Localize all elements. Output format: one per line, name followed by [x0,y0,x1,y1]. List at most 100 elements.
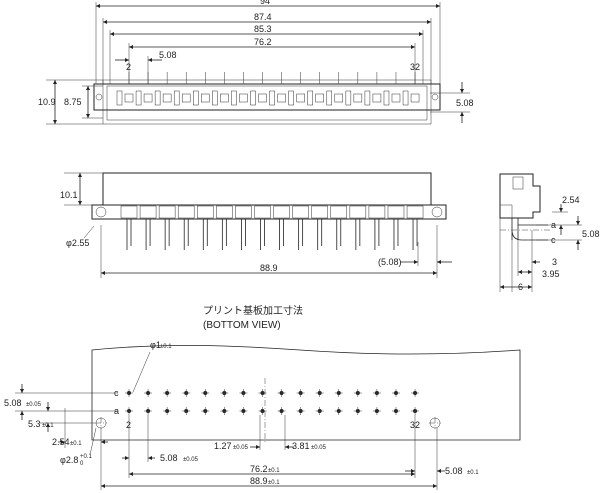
top-contact-slot [173,90,180,106]
side-contact-pocket [177,205,195,219]
top-contact-slot [326,90,333,106]
dim-5-08-paren: (5.08) [378,257,402,267]
pcb-layout: プリント基板加工寸法 (BOTTOM VIEW) φ1 ±0.1 c a 2 3… [4,304,521,490]
pcb-dim-r-5-08: 5.08 [445,466,463,476]
pcb-dim-b-5-08: 5.08 [160,453,178,463]
dim-85-3: 85.3 [254,24,272,34]
side-contact-pocket [120,205,138,219]
top-contact [296,93,305,103]
dim-6: 6 [518,282,523,292]
pcb-dim-5-08: 5.08 [4,398,22,408]
side-contact-pocket [216,205,233,219]
pcb-pin-first: 2 [126,420,131,430]
dim-94: 94 [260,0,270,6]
side-contact-pocket [197,205,214,219]
top-contact [239,93,248,103]
dim-5-08-end: 5.08 [582,229,600,239]
connector-body-side [102,172,432,206]
pcb-dim-5-08-tol: ±0.05 [26,402,42,408]
top-contact [315,93,324,103]
top-contact-slot [269,90,275,106]
side-contact-pocket [368,205,386,219]
top-contact-slot [307,90,313,106]
top-contact-slot [116,90,123,106]
pcb-dim-b-5-08-tol: ±0.05 [183,457,199,463]
top-contact-slot [402,90,409,106]
pcb-hole-grid [125,389,420,415]
side-contact-pocket [254,205,271,219]
row-label-a: a [551,220,556,230]
pin-label-first: 2 [126,62,131,72]
pcb-mount-hole-tol-dn: 0 [80,461,84,467]
dim-10-9: 10.9 [38,97,56,107]
dim-87-4: 87.4 [254,12,272,22]
side-contact-pocket [330,205,348,219]
pcb-dim-1-27: 1.27 [214,441,232,451]
hole-dia-tol: ±0.1 [160,344,172,350]
top-contact-slot [383,90,390,106]
side-contact-pocket [406,205,424,219]
top-contact [277,93,286,103]
pcb-dim-5-3: 5.3 [28,419,41,429]
top-contact [162,93,172,103]
top-contact [334,93,344,103]
top-contact-slot [364,90,371,106]
pcb-dim-88-9-tol: ±0.1 [268,480,280,486]
mounting-flange [91,204,447,220]
top-contact-slot [212,90,218,106]
top-contact [391,93,401,103]
top-contact-slot [345,90,352,106]
top-contact-slot [193,90,199,106]
side-contact-pocket [311,205,328,219]
connector-housing-top [102,79,432,125]
dim-8-75: 8.75 [64,97,82,107]
top-contact [372,93,382,103]
top-contact-slot [231,90,237,106]
top-contact [201,93,210,103]
side-contact-pocket [235,205,252,219]
pcb-dim-3-81: 3.81 [292,441,310,451]
hole-dia-label: φ1 [150,340,161,350]
pcb-dim-5-3-tol: ±0.1 [42,423,54,429]
pcb-subtitle: (BOTTOM VIEW) [203,320,281,331]
pin-label-last: 32 [410,62,420,72]
side-contact-pocket [139,205,157,219]
dim-5-08-pitch: 5.08 [159,50,177,60]
side-contact-pocket [349,205,367,219]
dim-10-1: 10.1 [60,190,78,200]
top-view: 94 87.4 85.3 76.2 5.08 2 32 10.9 8.75 5. [38,0,474,125]
pcb-dim-76-2-tol: ±0.1 [268,468,280,474]
side-view: 10.1 φ2.55 88.9 (5.08) [60,172,452,278]
end-view-body [499,173,541,219]
side-view-contacts [120,205,424,250]
top-contact-slot [154,90,161,106]
top-contact [220,93,229,103]
pcb-dim-2-54-tol: ±0.1 [70,441,82,447]
side-contact-pocket [292,205,309,219]
dim-88-9: 88.9 [260,263,278,273]
dim-5-08-right: 5.08 [456,98,474,108]
row-label-c: c [551,235,556,245]
top-contact-slot [135,90,142,106]
pcb-mount-hole: φ2.8 [60,455,78,465]
top-contact [143,93,153,103]
dim-mount-hole: φ2.55 [66,238,89,248]
connector-body-top [93,83,441,111]
side-contact-pocket [158,205,176,219]
pcb-dim-2-54: 2.54 [52,437,70,447]
top-contact [353,93,363,103]
pcb-title: プリント基板加工寸法 [203,304,303,317]
top-contact [410,93,420,103]
top-contact [258,93,267,103]
pcb-dim-88-9: 88.9 [250,476,268,486]
dim-76-2: 76.2 [254,37,272,47]
top-view-contacts [116,72,420,106]
pcb-mount-hole-tol-up: +0.1 [80,454,93,460]
pcb-dim-76-2: 76.2 [250,464,268,474]
pcb-dim-3-81-tol: ±0.05 [311,445,327,451]
top-contact [181,93,191,103]
top-contact [124,93,134,103]
dim-3-95: 3.95 [542,269,560,279]
pcb-dim-1-27-tol: ±0.05 [233,445,249,451]
side-contact-pocket [387,205,405,219]
